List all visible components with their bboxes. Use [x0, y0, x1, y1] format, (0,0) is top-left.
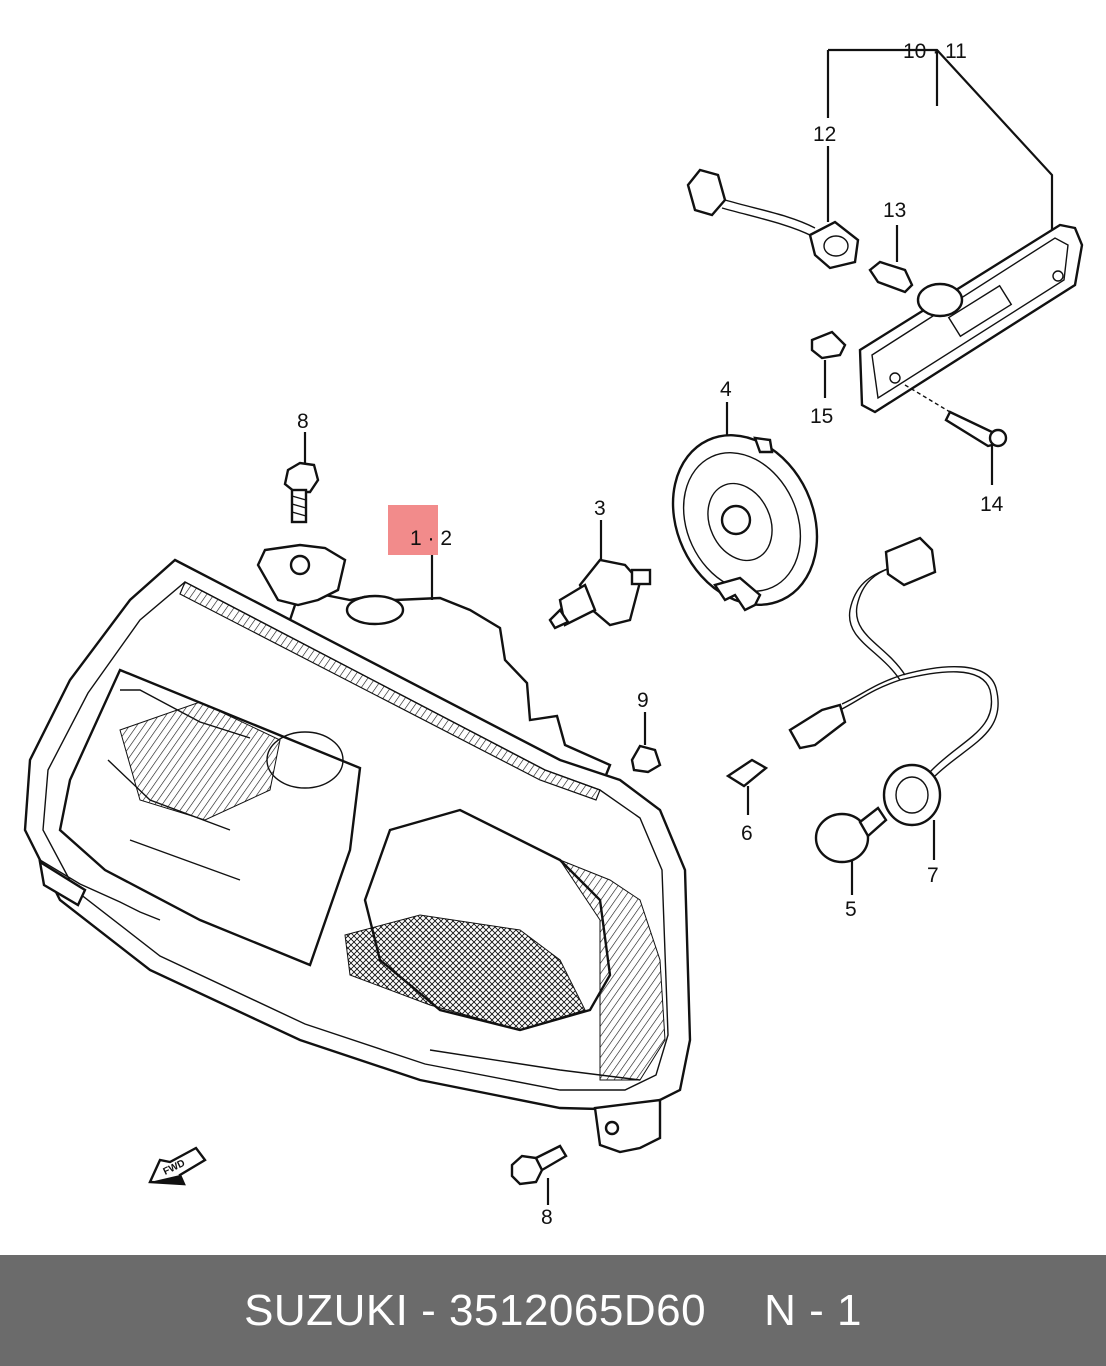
callout-14: 14: [980, 493, 1004, 516]
retainer-clip-icon: [810, 330, 847, 398]
callout-4: 4: [720, 378, 732, 401]
footer-separator: -: [421, 1285, 437, 1335]
callout-8-top: 8: [297, 410, 309, 433]
callout-12: 12: [813, 123, 836, 146]
callout-labels: 10 · 11 12 13 15 14 4 3 8 1 · 2 9 6 7 5 …: [297, 40, 1004, 1229]
small-bulb-icon: [725, 758, 769, 815]
footer-brand: SUZUKI: [244, 1285, 409, 1335]
marker-socket-harness-icon: [686, 146, 860, 270]
callout-8-bottom: 8: [541, 1206, 553, 1229]
callout-9: 9: [637, 689, 649, 712]
headlamp-assembly: [23, 543, 692, 1154]
footer-part-number: 3512065D60: [449, 1285, 707, 1335]
side-marker-lamp-icon: [826, 48, 1084, 414]
footer-bar: SUZUKI - 3512065D60 N - 1: [0, 1255, 1106, 1366]
callout-1-2: 1 · 2: [410, 527, 452, 550]
callout-6: 6: [741, 822, 753, 845]
callout-highlight: [388, 505, 438, 555]
bulb-socket-cover-icon: [671, 402, 819, 612]
parts-diagram: FWD 10 · 11 12 13 15 14 4 3 8 1 · 2 9 6 …: [23, 40, 1084, 1229]
socket-harness-icon: [788, 536, 999, 860]
callout-3: 3: [594, 497, 606, 520]
screw-icon: [904, 384, 1008, 485]
headlight-bulb-icon: [548, 520, 652, 630]
clip-icon: [630, 712, 662, 774]
callout-15: 15: [810, 405, 833, 428]
footer-space: [408, 1286, 421, 1336]
marker-bulb-icon: [868, 225, 914, 294]
turn-signal-bulb-icon: [814, 806, 888, 895]
bolt-bottom-icon: [510, 1144, 568, 1205]
callout-7: 7: [927, 864, 939, 887]
callout-13: 13: [883, 199, 906, 222]
bolt-top-icon: [283, 432, 320, 524]
fwd-arrow-icon: FWD: [148, 1146, 207, 1186]
callout-5: 5: [845, 898, 857, 921]
footer-space: [436, 1286, 449, 1336]
callout-10-11: 10 · 11: [903, 40, 967, 63]
footer-sheet: N - 1: [764, 1285, 862, 1335]
